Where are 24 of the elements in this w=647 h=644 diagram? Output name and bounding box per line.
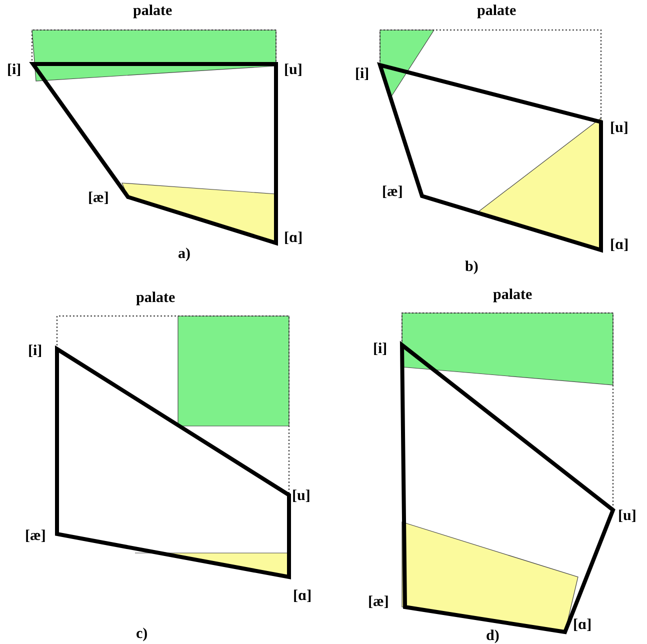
panel-label: b) <box>465 259 478 275</box>
palate-label: palate <box>133 3 172 19</box>
palate-label: palate <box>477 3 516 19</box>
vowel-label: [æ] <box>25 528 46 544</box>
vowel-label: [ɑ] <box>573 617 592 633</box>
vowel-label: [i] <box>373 341 388 357</box>
palate-label: palate <box>136 290 176 306</box>
panel-label: a) <box>178 246 190 262</box>
panel-label: d) <box>486 628 500 644</box>
vowel-label: [æ] <box>382 184 403 200</box>
vowel-label: [u] <box>284 62 302 78</box>
vowel-label: [u] <box>292 488 310 504</box>
palate-label: palate <box>493 287 532 303</box>
vowel-label: [u] <box>618 508 636 524</box>
vowel-label: [i] <box>355 66 370 82</box>
vowel-label: [u] <box>610 120 628 136</box>
vowel-label: [i] <box>28 343 42 359</box>
panel-label: c) <box>136 626 148 642</box>
vowel-label: [ɑ] <box>293 588 312 604</box>
vowel-label: [i] <box>7 62 22 78</box>
vowel-label: [æ] <box>368 594 389 610</box>
vowel-label: [ɑ] <box>610 237 629 253</box>
vowel-label: [ɑ] <box>284 230 303 246</box>
vowel-label: [æ] <box>88 190 109 206</box>
